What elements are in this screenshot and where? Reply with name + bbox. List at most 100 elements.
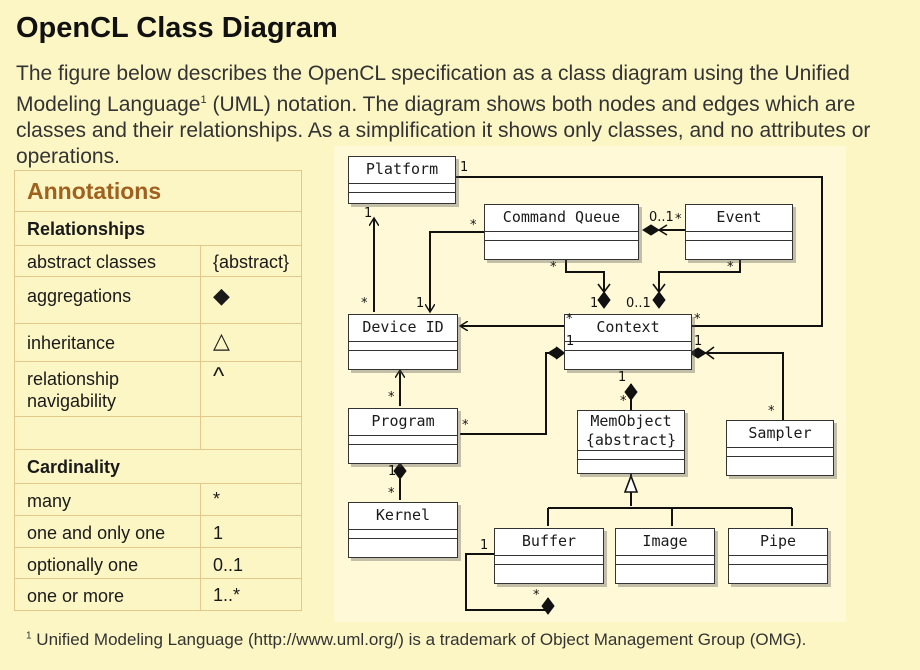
arrowhead-icon bbox=[657, 224, 668, 236]
class-buffer: Buffer bbox=[494, 528, 604, 584]
page-title: OpenCL Class Diagram bbox=[16, 12, 338, 44]
legend-label: one or more bbox=[27, 586, 125, 606]
class-name: Device ID bbox=[349, 315, 457, 342]
edge-cq-context bbox=[565, 260, 605, 292]
legend-row-optional: optionally one 0..1 bbox=[15, 548, 301, 579]
multiplicity-label: * bbox=[462, 418, 469, 433]
class-attributes bbox=[578, 451, 684, 460]
class-name: Platform bbox=[349, 157, 455, 184]
edge-event-context bbox=[658, 259, 741, 292]
class-name: Context bbox=[565, 315, 691, 342]
multiplicity-label: * bbox=[566, 312, 573, 327]
legend-row-aggregation: aggregations ◆ bbox=[15, 277, 301, 324]
aggregation-diamond-icon bbox=[541, 597, 555, 615]
multiplicity-label: 1 bbox=[416, 296, 425, 311]
class-name: Buffer bbox=[495, 529, 603, 556]
arrowhead-icon bbox=[597, 283, 611, 294]
multiplicity-label: 1 bbox=[388, 464, 397, 479]
multiplicity-label: 1 bbox=[460, 160, 469, 175]
class-attributes bbox=[349, 342, 457, 351]
multiplicity-label: * bbox=[388, 390, 395, 405]
legend-label: abstract classes bbox=[27, 252, 157, 272]
aggregation-diamond-icon bbox=[642, 224, 660, 236]
class-pipe: Pipe bbox=[728, 528, 828, 584]
legend-symbol: {abstract} bbox=[200, 246, 301, 276]
inheritance-triangle-icon bbox=[623, 473, 639, 493]
multiplicity-label: 1 bbox=[364, 206, 373, 221]
class-name: Pipe bbox=[729, 529, 827, 556]
multiplicity-label: * bbox=[550, 260, 557, 275]
class-name: Command Queue bbox=[485, 205, 638, 232]
cardinality-heading: Cardinality bbox=[15, 450, 301, 484]
multiplicity-label: * bbox=[768, 404, 775, 419]
class-name: Image bbox=[616, 529, 714, 556]
class-event: Event bbox=[685, 204, 793, 260]
legend-row-many: many * bbox=[15, 484, 301, 516]
multiplicity-label: * bbox=[675, 212, 682, 227]
footnote-marker: 1 bbox=[26, 630, 32, 642]
class-kernel: Kernel bbox=[348, 502, 458, 558]
description-text-2: (UML) notation. The diagram shows both n… bbox=[16, 93, 871, 168]
aggregation-diamond-icon bbox=[597, 291, 611, 309]
class-name: MemObject{abstract} bbox=[578, 411, 684, 451]
class-context: Context bbox=[564, 314, 692, 370]
class-name: Program bbox=[349, 409, 457, 436]
footnote: 1 Unified Modeling Language (http://www.… bbox=[26, 630, 806, 650]
aggregation-diamond-icon bbox=[689, 347, 707, 359]
annotations-table: Annotations Relationships abstract class… bbox=[14, 170, 302, 611]
legend-label: one and only one bbox=[27, 523, 166, 543]
class-name-main: MemObject bbox=[590, 412, 672, 430]
class-name: Sampler bbox=[727, 421, 833, 448]
triangle-icon: △ bbox=[200, 324, 301, 361]
aggregation-diamond-icon bbox=[624, 383, 638, 401]
legend-row-empty bbox=[15, 417, 301, 450]
description: The figure below describes the OpenCL sp… bbox=[16, 61, 896, 170]
legend-row-navigability: relationship navigability ^ bbox=[15, 362, 301, 417]
multiplicity-label: * bbox=[470, 218, 477, 233]
footnote-text: Unified Modeling Language (http://www.um… bbox=[31, 630, 807, 649]
class-attributes bbox=[349, 530, 457, 539]
class-device-id: Device ID bbox=[348, 314, 458, 370]
multiplicity-label: 1 bbox=[618, 370, 627, 385]
arrowhead-icon bbox=[652, 283, 666, 294]
class-attributes bbox=[729, 556, 827, 565]
legend-label: many bbox=[27, 491, 72, 511]
multiplicity-label: * bbox=[727, 260, 734, 275]
edge-platform-context bbox=[456, 176, 823, 327]
legend-symbol: 1 bbox=[200, 516, 301, 547]
footnote-ref: 1 bbox=[200, 94, 207, 106]
multiplicity-label: * bbox=[533, 588, 540, 603]
class-platform: Platform bbox=[348, 156, 456, 204]
multiplicity-label: 1 bbox=[480, 538, 489, 553]
class-attributes bbox=[485, 232, 638, 241]
multiplicity-label: * bbox=[694, 312, 701, 327]
class-attributes bbox=[686, 232, 792, 241]
aggregation-diamond-icon bbox=[547, 347, 565, 359]
edge-program-context bbox=[460, 352, 564, 435]
edge-cq-device bbox=[430, 231, 484, 312]
relationships-heading: Relationships bbox=[15, 212, 301, 246]
multiplicity-label: * bbox=[361, 296, 368, 311]
arrowhead-icon bbox=[704, 346, 715, 360]
diagram-connectors bbox=[334, 176, 823, 615]
legend-symbol: 1..* bbox=[200, 579, 301, 610]
aggregation-diamond-icon bbox=[652, 291, 666, 309]
multiplicity-label: 0..1 bbox=[649, 210, 674, 225]
caret-icon: ^ bbox=[200, 362, 301, 416]
legend-symbol: * bbox=[200, 484, 301, 515]
class-name: Kernel bbox=[349, 503, 457, 530]
class-attributes bbox=[495, 556, 603, 565]
class-stereotype: {abstract} bbox=[585, 431, 677, 449]
legend-row-one: one and only one 1 bbox=[15, 516, 301, 548]
legend-row-abstract: abstract classes {abstract} bbox=[15, 246, 301, 277]
multiplicity-label: 0..1 bbox=[626, 296, 651, 311]
class-attributes bbox=[565, 342, 691, 351]
description-text-1: The figure below describes the OpenCL sp… bbox=[16, 62, 850, 116]
class-attributes bbox=[349, 436, 457, 445]
legend-label: inheritance bbox=[27, 333, 116, 353]
legend-empty-cell bbox=[200, 417, 301, 449]
legend-row-inheritance: inheritance △ bbox=[15, 324, 301, 362]
class-program: Program bbox=[348, 408, 458, 464]
multiplicity-label: * bbox=[620, 394, 627, 409]
legend-label: aggregations bbox=[27, 286, 132, 306]
